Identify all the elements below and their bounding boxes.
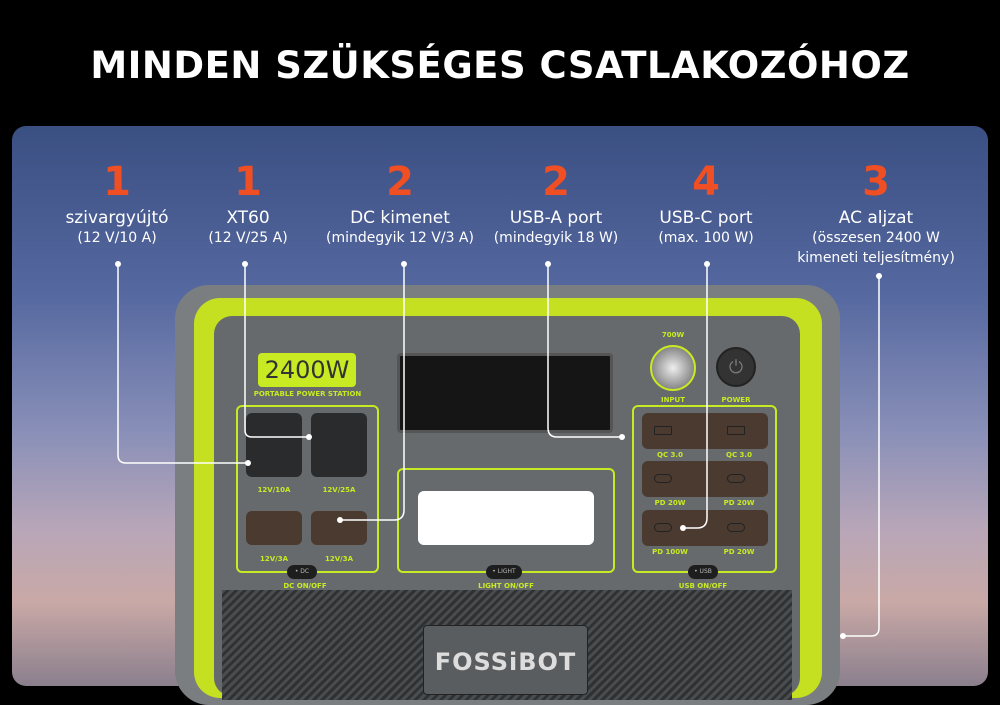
feature-cigarette: 1 szivargyújtó (12 V/10 A) xyxy=(27,160,207,248)
switch-label: DC ON/OFF xyxy=(283,582,327,590)
capacity-badge: 2400W xyxy=(258,353,356,387)
feature-sub: (mindegyik 18 W) xyxy=(493,230,619,246)
usb-button[interactable]: • USB xyxy=(688,565,718,579)
feature-label: DC kimenet xyxy=(350,208,450,228)
feature-dc: 2 DC kimenet (mindegyik 12 V/3 A) xyxy=(310,160,490,248)
feature-count: 2 xyxy=(542,159,570,205)
switch-label: LIGHT ON/OFF xyxy=(478,582,534,590)
port-label: 12V/3A xyxy=(324,555,353,563)
usb-c-row xyxy=(642,510,768,546)
input-label: INPUT xyxy=(660,396,686,404)
feature-sub: (mindegyik 12 V/3 A) xyxy=(326,230,474,246)
power-button[interactable]: ⏻ xyxy=(716,347,756,387)
port-label: PD 20W xyxy=(723,499,755,507)
usb-c-port xyxy=(727,523,745,532)
xt60-port xyxy=(311,413,367,477)
usb-c-port xyxy=(654,474,672,483)
feature-count: 1 xyxy=(234,159,262,205)
dc-port xyxy=(311,511,367,545)
usb-a-row xyxy=(642,413,768,449)
feature-sub: (12 V/25 A) xyxy=(208,230,288,246)
knob-mark: 700W xyxy=(661,331,685,339)
feature-count: 1 xyxy=(103,159,131,205)
power-label: POWER xyxy=(721,396,751,404)
feature-label: AC aljzat xyxy=(838,208,914,228)
feature-count: 3 xyxy=(862,159,890,205)
usb-a-port xyxy=(654,426,672,435)
feature-label: USB-A port xyxy=(509,208,603,228)
port-label: PD 20W xyxy=(654,499,686,507)
feature-ac: 3 AC aljzat(összesen 2400 W kimeneti telj… xyxy=(786,160,966,268)
usb-a-port xyxy=(727,426,745,435)
led-light xyxy=(418,491,594,545)
feature-sub: (max. 100 W) xyxy=(658,230,754,246)
port-label: QC 3.0 xyxy=(657,451,683,459)
feature-label: szivargyújtó xyxy=(65,208,169,228)
port-label: PD 100W xyxy=(652,548,688,556)
feature-label: XT60 xyxy=(226,208,270,228)
cigarette-port xyxy=(246,413,302,477)
feature-count: 2 xyxy=(386,159,414,205)
port-label: QC 3.0 xyxy=(726,451,752,459)
dc-button[interactable]: • DC xyxy=(287,565,317,579)
feature-sub: (12 V/10 A) xyxy=(77,230,157,246)
port-label: PD 20W xyxy=(723,548,755,556)
feature-count: 4 xyxy=(692,159,720,205)
port-label: 12V/25A xyxy=(322,486,356,494)
light-button[interactable]: • LIGHT xyxy=(486,565,522,579)
switch-label: USB ON/OFF xyxy=(678,582,728,590)
dc-port xyxy=(246,511,302,545)
page-title: MINDEN SZÜKSÉGES CSATLAKOZÓHOZ xyxy=(90,44,910,87)
usb-c-port xyxy=(727,474,745,483)
brand-logo: FOSSiBOT xyxy=(423,625,588,695)
power-icon: ⏻ xyxy=(728,357,744,378)
usb-c-row xyxy=(642,461,768,497)
usb-c-port xyxy=(654,523,672,532)
port-label: 12V/10A xyxy=(257,486,291,494)
feature-sub: (összesen 2400 W kimeneti teljesítmény) xyxy=(797,230,955,266)
tagline: PORTABLE POWER STATION xyxy=(253,390,362,398)
feature-label: USB-C port xyxy=(659,208,753,228)
port-label: 12V/3A xyxy=(259,555,288,563)
display-screen xyxy=(397,353,613,433)
input-knob[interactable] xyxy=(650,345,696,391)
